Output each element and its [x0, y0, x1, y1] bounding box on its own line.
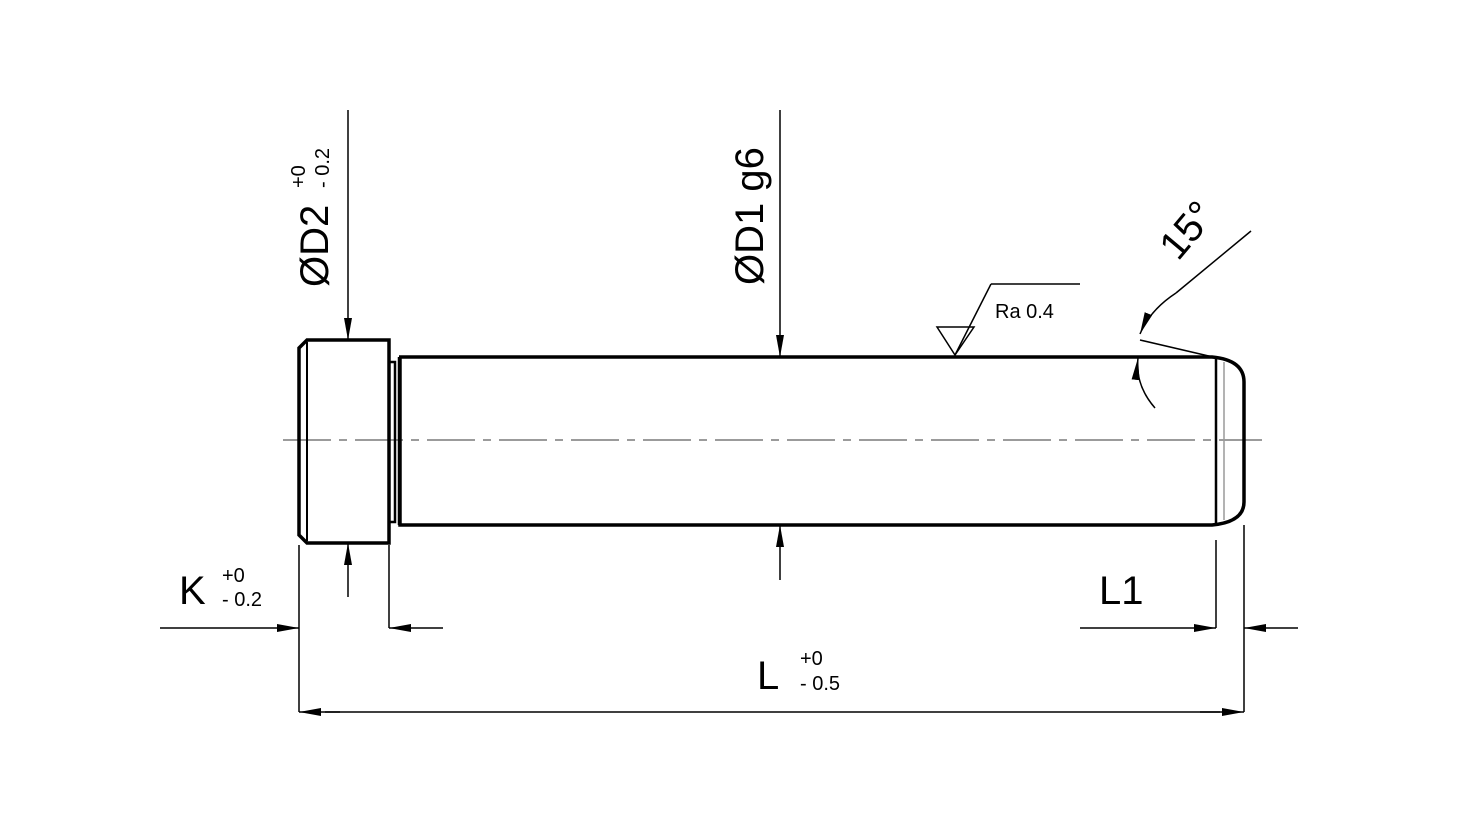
roughness-symbol	[935, 283, 1080, 357]
d2-tol-lower: - 0.2	[312, 148, 334, 188]
k-tol-lower: - 0.2	[222, 589, 262, 611]
d1-label: ØD1 g6	[728, 147, 772, 285]
k-label: K	[179, 569, 206, 613]
d2-label: ØD2	[293, 205, 337, 287]
d2-tol-upper: +0	[288, 165, 310, 188]
l-label: L	[757, 654, 779, 698]
pin-head	[297, 338, 391, 545]
l-tol-lower: - 0.5	[800, 673, 840, 695]
angle-reference-line	[1139, 339, 1214, 358]
roughness-label: Ra 0.4	[995, 301, 1054, 323]
l1-label: L1	[1099, 569, 1144, 613]
neck-groove	[389, 360, 397, 524]
angle-leader	[1175, 230, 1252, 294]
k-dimension	[160, 545, 443, 712]
l1-dimension	[1080, 525, 1298, 712]
angle-dimension	[1131, 230, 1252, 409]
pin-shaft	[398, 355, 1246, 527]
pin-part	[297, 338, 1246, 545]
angle-label: 15°	[1151, 193, 1224, 268]
angle-arc-top	[1139, 292, 1177, 335]
l-tol-upper: +0	[800, 648, 823, 670]
angle-arc-bottom	[1131, 357, 1156, 409]
k-tol-upper: +0	[222, 565, 245, 587]
